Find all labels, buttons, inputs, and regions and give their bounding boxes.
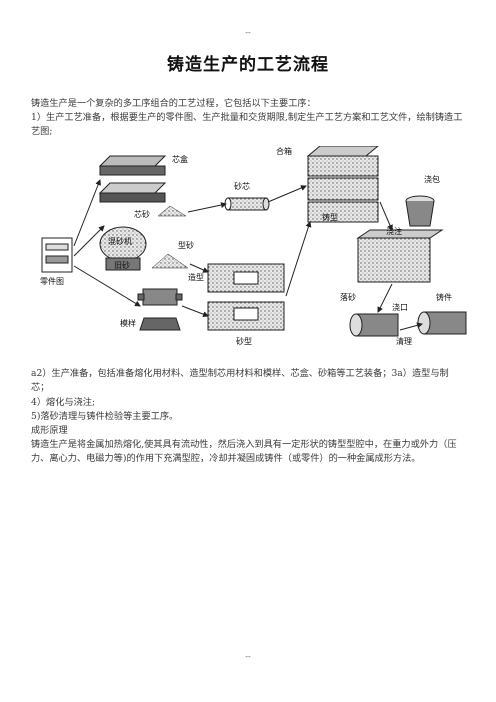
label-casting: 铸件: [436, 292, 452, 302]
label-cleaning: 清理: [396, 336, 412, 346]
principle-paragraph: 铸造生产是将金属加热熔化,使其具有流动性，然后浇入到具有一定形状的铸型型腔中，在…: [31, 439, 457, 464]
intro-paragraph: 铸造生产是一个复杂的多工序组合的工艺过程，它包括以下主要工序：: [31, 98, 316, 109]
label-mixer: 混砂机: [108, 236, 132, 246]
sand-mixer-icon: [99, 226, 147, 271]
ladle-icon: [405, 195, 435, 227]
process-arrows: [73, 179, 423, 331]
casting-icon: [349, 311, 467, 337]
core-box-icon: [98, 155, 167, 203]
part-drawing-icon: [41, 237, 73, 273]
principle-heading: 成形原理: [31, 425, 68, 436]
casting-process-diagram: 芯盒 芯砂 砂芯 混砂机 旧砂 型砂 零件图 模样 造型 砂型: [40, 146, 467, 346]
label-part-drawing: 零件图: [40, 276, 64, 286]
pattern-icon: [137, 288, 183, 331]
label-old-sand: 旧砂: [114, 260, 130, 270]
step5-paragraph: 5)落砂清理与铸件检验等主要工序。: [31, 411, 179, 422]
label-pouring: 浇注: [386, 226, 402, 236]
label-shakeout: 落砂: [340, 292, 356, 302]
label-core-sand: 芯砂: [134, 209, 150, 219]
label-pattern: 模样: [120, 318, 136, 328]
header-mark: --: [245, 28, 251, 37]
label-sand-mold: 砂型: [236, 336, 252, 346]
step2-paragraph: a2）生产准备，包括准备熔化用材料、造型制芯用材料和模样、芯盒、砂箱等工艺装备；…: [31, 368, 449, 393]
closed-mold-icon: [306, 146, 379, 223]
label-core-box: 芯盒: [172, 154, 188, 164]
footer-mark: --: [245, 652, 251, 661]
sand-core-icon: [224, 197, 270, 211]
pouring-icon: [356, 229, 444, 283]
label-gate: 浇口: [392, 302, 408, 312]
label-molding-sand: 型砂: [178, 240, 194, 250]
label-ladle: 浇包: [424, 174, 440, 184]
sand-mold-icon: [207, 263, 285, 331]
label-closing: 合箱: [276, 146, 292, 156]
label-molding: 造型: [188, 272, 204, 282]
step4-paragraph: 4）熔化与浇注;: [31, 397, 96, 408]
label-mold: 铸型: [322, 212, 338, 222]
core-sand-pile: [157, 205, 187, 217]
step1-paragraph: 1）生产工艺准备，根据要生产的零件图、生产批量和交货期限,制定生产工艺方案和工艺…: [31, 112, 463, 137]
label-sand-core: 砂芯: [234, 181, 250, 191]
molding-sand-pile: [151, 253, 189, 269]
page-title: 铸造生产的工艺流程: [167, 55, 329, 75]
